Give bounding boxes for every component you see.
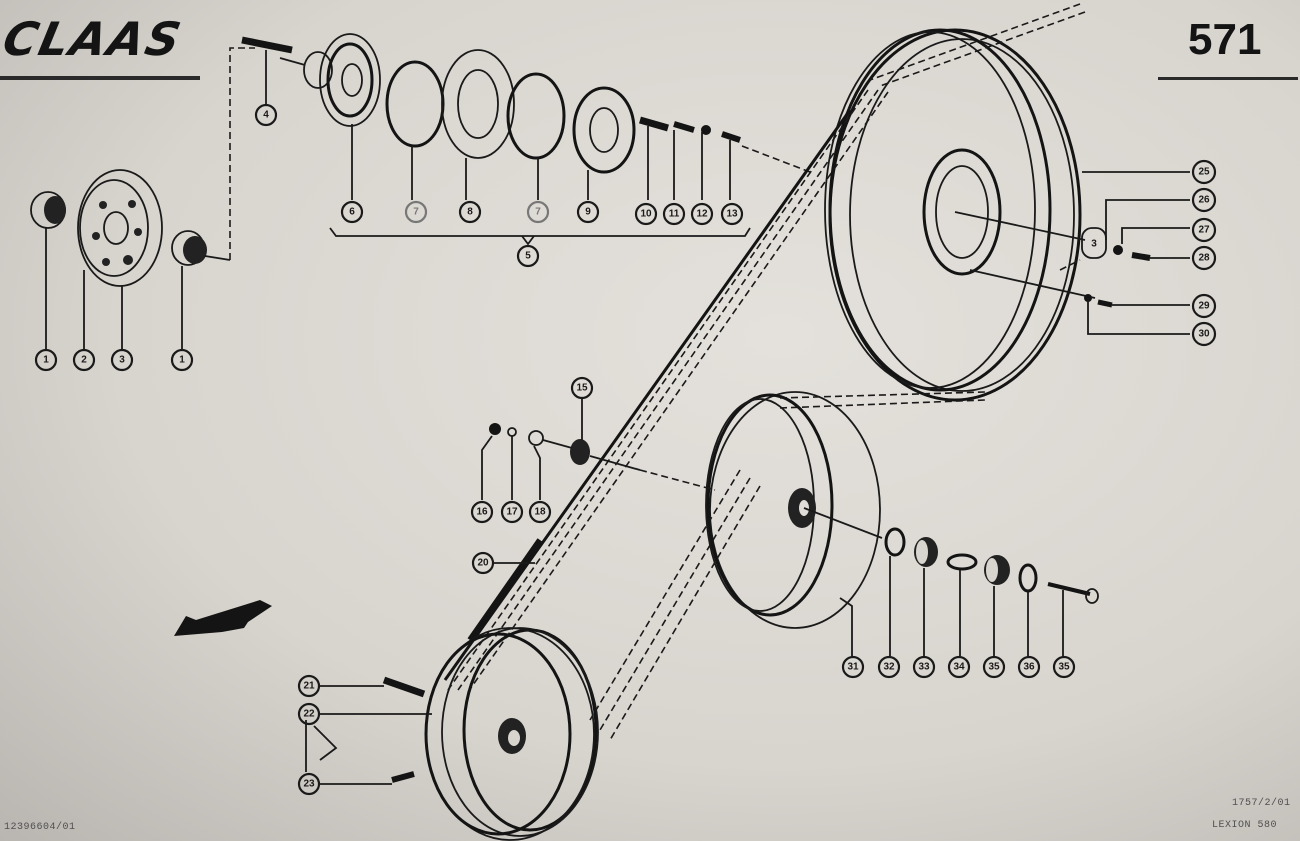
svg-text:16: 16: [476, 507, 488, 518]
svg-text:20: 20: [477, 558, 489, 569]
callout-1-b[interactable]: 1: [170, 348, 194, 372]
svg-text:29: 29: [1198, 301, 1210, 312]
callout-36[interactable]: 36: [1017, 655, 1041, 679]
callout-26[interactable]: 26: [1191, 187, 1217, 213]
callout-9[interactable]: 9: [576, 200, 600, 224]
callout-17[interactable]: 17: [500, 500, 524, 524]
callout-20[interactable]: 20: [471, 551, 495, 575]
callout-30[interactable]: 30: [1191, 321, 1217, 347]
callout-35-b[interactable]: 35: [1052, 655, 1076, 679]
svg-text:10: 10: [640, 209, 652, 220]
svg-text:17: 17: [506, 507, 518, 518]
callout-29[interactable]: 29: [1191, 293, 1217, 319]
svg-text:34: 34: [953, 662, 965, 673]
callout-18[interactable]: 18: [528, 500, 552, 524]
svg-text:33: 33: [918, 662, 930, 673]
svg-text:28: 28: [1198, 253, 1210, 264]
callout-35-a[interactable]: 35: [982, 655, 1006, 679]
callout-3-small[interactable]: 3: [1091, 239, 1097, 250]
svg-text:21: 21: [303, 681, 315, 692]
callout-13[interactable]: 13: [720, 202, 744, 226]
svg-text:7: 7: [413, 207, 419, 218]
callout-34[interactable]: 34: [947, 655, 971, 679]
callout-16[interactable]: 16: [470, 500, 494, 524]
svg-text:23: 23: [303, 779, 315, 790]
callout-28[interactable]: 28: [1191, 245, 1217, 271]
footer-left-code: 12396604/01: [4, 822, 76, 833]
svg-text:1: 1: [43, 355, 49, 366]
svg-text:15: 15: [576, 383, 588, 394]
svg-text:31: 31: [847, 662, 859, 673]
callout-12[interactable]: 12: [690, 202, 714, 226]
callout-8[interactable]: 8: [458, 200, 482, 224]
svg-text:22: 22: [303, 709, 315, 720]
large-pulley: [824, 28, 1190, 402]
svg-text:5: 5: [525, 251, 531, 262]
callout-1-a[interactable]: 1: [34, 348, 58, 372]
svg-text:7: 7: [535, 207, 541, 218]
svg-text:6: 6: [349, 207, 355, 218]
svg-text:4: 4: [263, 110, 269, 121]
svg-text:8: 8: [467, 207, 473, 218]
svg-text:35: 35: [1058, 662, 1070, 673]
callout-27[interactable]: 27: [1191, 217, 1217, 243]
callout-21[interactable]: 21: [297, 674, 321, 698]
callout-23[interactable]: 23: [297, 772, 321, 796]
svg-text:2: 2: [81, 355, 87, 366]
callout-32[interactable]: 32: [877, 655, 901, 679]
svg-text:3: 3: [119, 355, 125, 366]
svg-text:36: 36: [1023, 662, 1035, 673]
svg-text:1: 1: [179, 355, 185, 366]
left-hub-assembly: [30, 47, 255, 350]
callout-3[interactable]: 3: [110, 348, 134, 372]
svg-text:12: 12: [696, 209, 708, 220]
footer-right-model: LEXION 580: [1212, 820, 1278, 831]
svg-text:35: 35: [988, 662, 1000, 673]
callout-2[interactable]: 2: [72, 348, 96, 372]
tensioner-hardware: [481, 398, 641, 564]
callout-31[interactable]: 31: [841, 655, 865, 679]
callout-33[interactable]: 33: [912, 655, 936, 679]
brand-underline: [0, 76, 200, 80]
callout-22[interactable]: 22: [297, 702, 321, 726]
callout-15[interactable]: 15: [570, 376, 594, 400]
callout-5[interactable]: 5: [516, 244, 540, 268]
svg-text:32: 32: [883, 662, 895, 673]
callout-7-b[interactable]: 7: [526, 200, 550, 224]
svg-text:26: 26: [1198, 195, 1210, 206]
footer-right-code: 1757/2/01: [1232, 798, 1291, 809]
svg-text:18: 18: [534, 507, 546, 518]
page-number-underline: [1158, 77, 1298, 80]
drive-belts: [443, 3, 1086, 741]
callout-6[interactable]: 6: [340, 200, 364, 224]
svg-text:30: 30: [1198, 329, 1210, 340]
svg-text:3: 3: [1091, 239, 1097, 250]
page-number: 571: [1188, 15, 1262, 64]
callout-10[interactable]: 10: [634, 202, 658, 226]
svg-text:13: 13: [726, 209, 738, 220]
svg-text:27: 27: [1198, 225, 1210, 236]
svg-text:11: 11: [669, 209, 680, 220]
direction-arrow-icon: [174, 600, 272, 636]
callout-25[interactable]: 25: [1191, 159, 1217, 185]
bottom-pulley: [305, 627, 599, 841]
callout-11[interactable]: 11: [662, 202, 686, 226]
callout-4[interactable]: 4: [254, 103, 278, 127]
svg-text:9: 9: [585, 207, 591, 218]
callout-7-a[interactable]: 7: [404, 200, 428, 224]
middle-pulley: [639, 391, 1099, 656]
svg-text:25: 25: [1198, 167, 1210, 178]
top-bearing-stack: [241, 33, 811, 246]
